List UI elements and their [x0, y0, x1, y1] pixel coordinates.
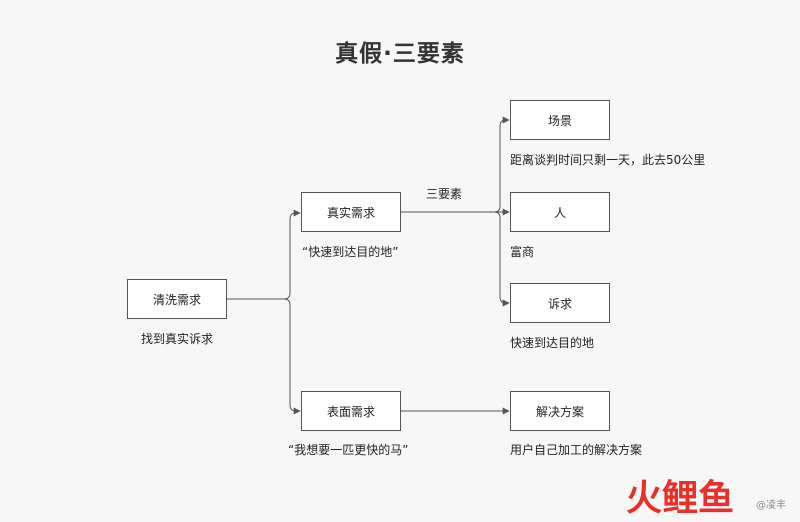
surface-note: “我想要一匹更快的马” — [288, 443, 409, 457]
edge-label-three-elements: 三要素 — [426, 187, 463, 201]
node-person: 人 — [510, 192, 610, 232]
diagram-title: 真假·三要素 — [335, 41, 465, 67]
edge-clean-surface — [226, 298, 301, 415]
brand-logo: 火鲤鱼 — [626, 478, 734, 518]
scene-note: 距离谈判时间只剩一天，此去50公里 — [510, 153, 706, 167]
appeal-note: 快速到达目的地 — [510, 336, 595, 350]
edge-real-appeal — [400, 211, 510, 307]
node-clean-demand: 清洗需求 — [127, 279, 227, 319]
real-note: “快速到达目的地” — [302, 245, 399, 259]
node-appeal: 诉求 — [510, 283, 610, 323]
clean-note: 找到真实诉求 — [141, 332, 214, 346]
node-surface-demand: 表面需求 — [301, 391, 401, 431]
solution-note: 用户自己加工的解决方案 — [510, 443, 643, 457]
person-note: 富商 — [510, 245, 535, 259]
brand-logo-text: 火鲤鱼 — [626, 478, 734, 518]
node-scene: 场景 — [510, 100, 610, 140]
node-real-demand: 真实需求 — [301, 192, 401, 232]
edge-clean-real — [226, 209, 301, 300]
node-solution: 解决方案 — [510, 391, 610, 431]
brand-sub-text: @凌丰 — [756, 500, 786, 511]
